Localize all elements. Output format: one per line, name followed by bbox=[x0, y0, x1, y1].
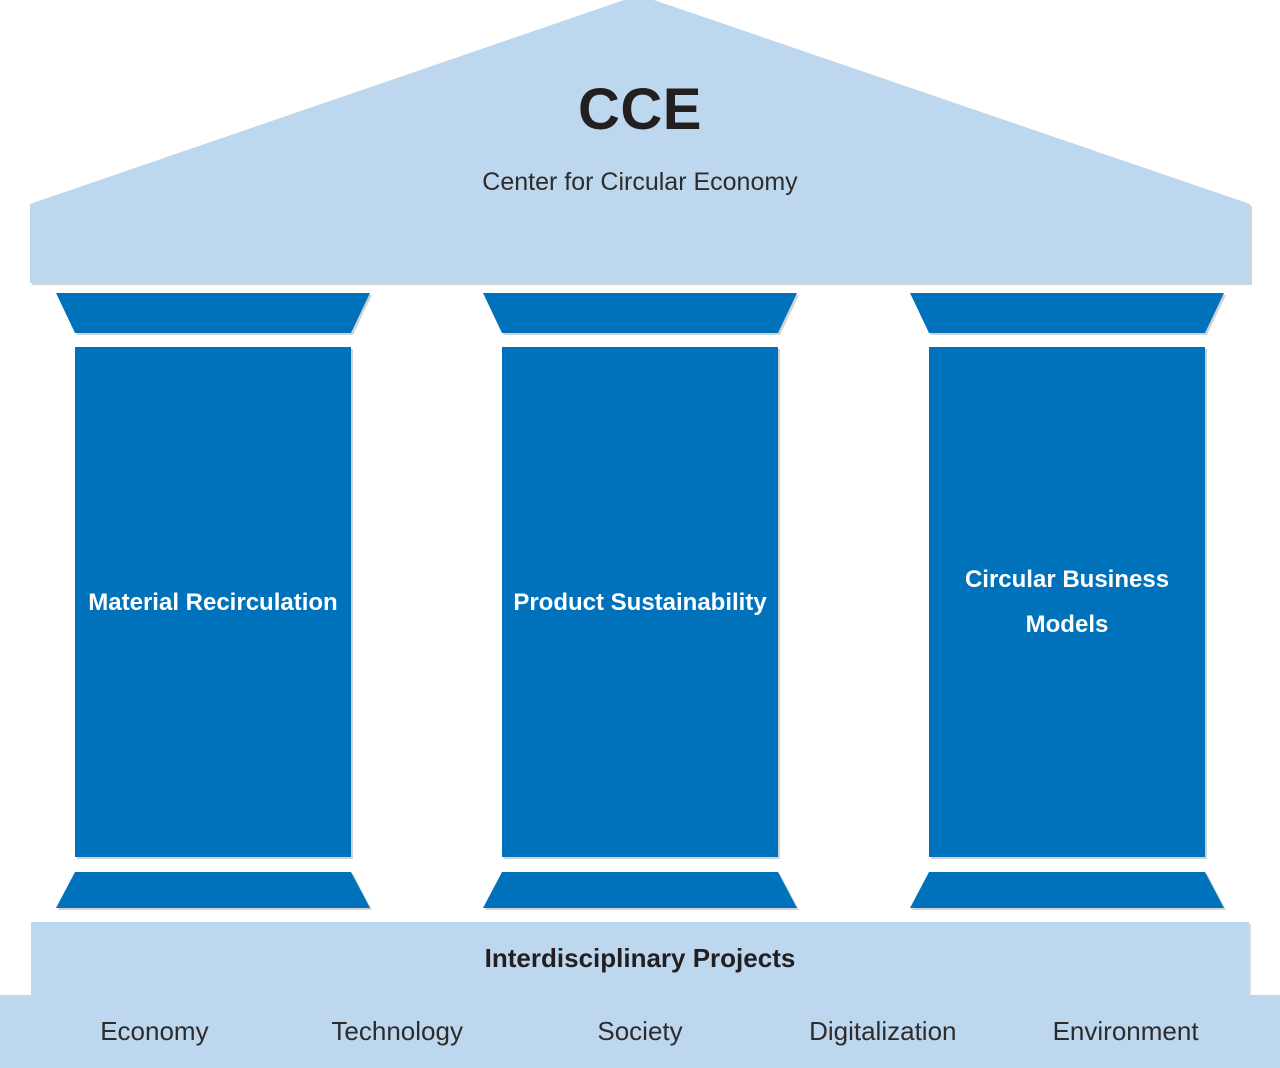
interdisciplinary-projects-label: Interdisciplinary Projects bbox=[484, 943, 796, 973]
pillar-label-circular-business-models: Circular Business Models bbox=[964, 566, 1170, 638]
pillar-circular-business-models: Circular Business Models bbox=[910, 293, 1224, 908]
pillar-capital bbox=[910, 293, 1224, 333]
pediment: CCE Center for Circular Economy bbox=[30, 0, 1250, 283]
foundation-item-technology: Technology bbox=[331, 1016, 463, 1046]
pillar-shaft: Material Recirculation bbox=[75, 347, 351, 857]
title-subtitle: Center for Circular Economy bbox=[482, 168, 798, 196]
foundation-strip: Economy Technology Society Digitalizatio… bbox=[0, 995, 1280, 1068]
pillar-material-recirculation: Material Recirculation bbox=[56, 293, 370, 908]
foundation-item-digitalization: Digitalization bbox=[809, 1016, 957, 1046]
pillar-shaft: Circular Business Models bbox=[929, 347, 1205, 857]
pillar-base bbox=[910, 872, 1224, 908]
foundation-item-society: Society bbox=[597, 1016, 683, 1046]
pillar-capital bbox=[56, 293, 370, 333]
pillar-label-product-sustainability: Product Sustainability bbox=[513, 588, 767, 616]
pillar-capital bbox=[483, 293, 797, 333]
interdisciplinary-projects-band: Interdisciplinary Projects bbox=[31, 922, 1249, 995]
pillar-shaft: Product Sustainability bbox=[502, 347, 778, 857]
pillar-label-material-recirculation: Material Recirculation bbox=[88, 588, 338, 616]
pillar-base bbox=[56, 872, 370, 908]
pillar-base bbox=[483, 872, 797, 908]
pillar-product-sustainability: Product Sustainability bbox=[483, 293, 797, 908]
foundation-item-economy: Economy bbox=[100, 1016, 209, 1046]
foundation-item-environment: Environment bbox=[1052, 1016, 1199, 1046]
title-acronym: CCE bbox=[578, 77, 702, 142]
